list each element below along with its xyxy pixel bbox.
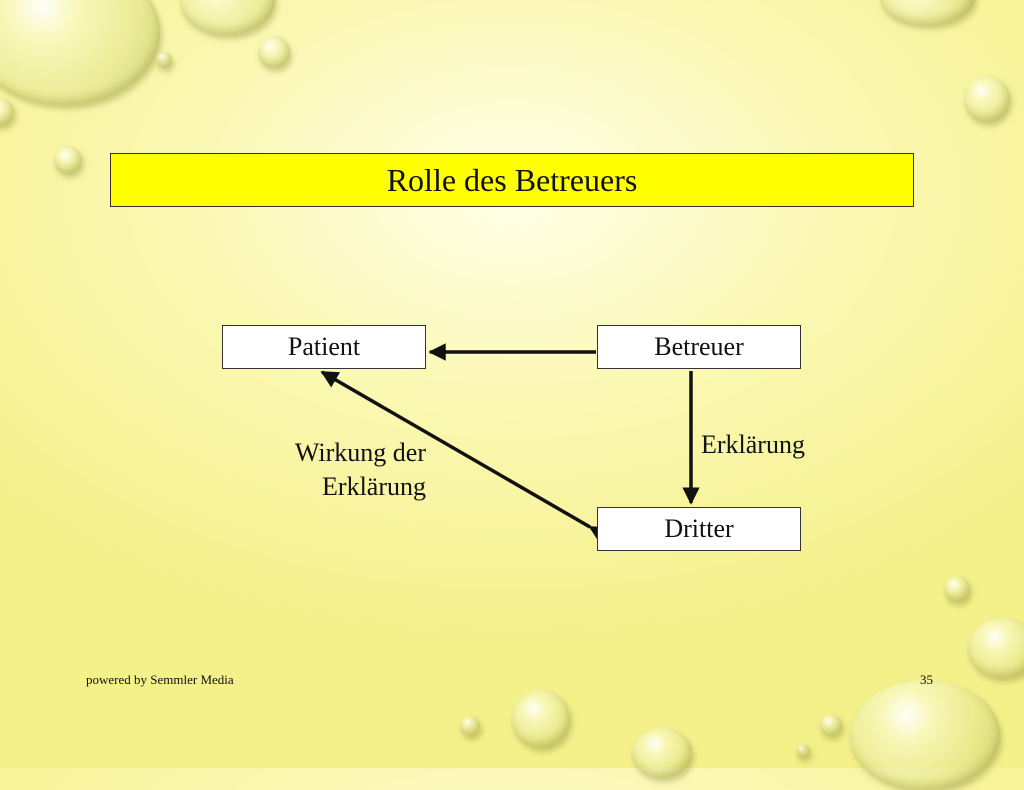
- arrow-wirkung: [320, 370, 609, 543]
- water-drop-decoration: [968, 618, 1024, 678]
- slide-title: Rolle des Betreuers: [110, 153, 914, 207]
- diagram-arrows: [320, 343, 700, 543]
- water-drop-decoration: [512, 690, 570, 748]
- water-drop-decoration: [964, 76, 1010, 122]
- water-drop-decoration: [258, 36, 290, 68]
- footer-credit: powered by Semmler Media: [86, 672, 234, 687]
- edge-label-wirkung-line2: Erklärung: [322, 472, 426, 501]
- page-number: 35: [920, 672, 933, 687]
- edge-label-wirkung-line1: Wirkung der: [294, 438, 426, 467]
- water-drop-decoration: [796, 744, 810, 758]
- node-dritter: Dritter: [597, 507, 801, 551]
- water-drop-decoration: [156, 52, 172, 68]
- node-patient: Patient: [222, 325, 426, 369]
- edge-label-erklaerung: Erklärung: [701, 430, 805, 459]
- node-betreuer: Betreuer: [597, 325, 801, 369]
- water-drop-decoration: [944, 576, 970, 602]
- water-drop-decoration: [460, 716, 480, 736]
- water-drop-decoration: [820, 714, 842, 736]
- water-drop-decoration: [54, 146, 82, 174]
- water-drop-decoration: [0, 98, 14, 126]
